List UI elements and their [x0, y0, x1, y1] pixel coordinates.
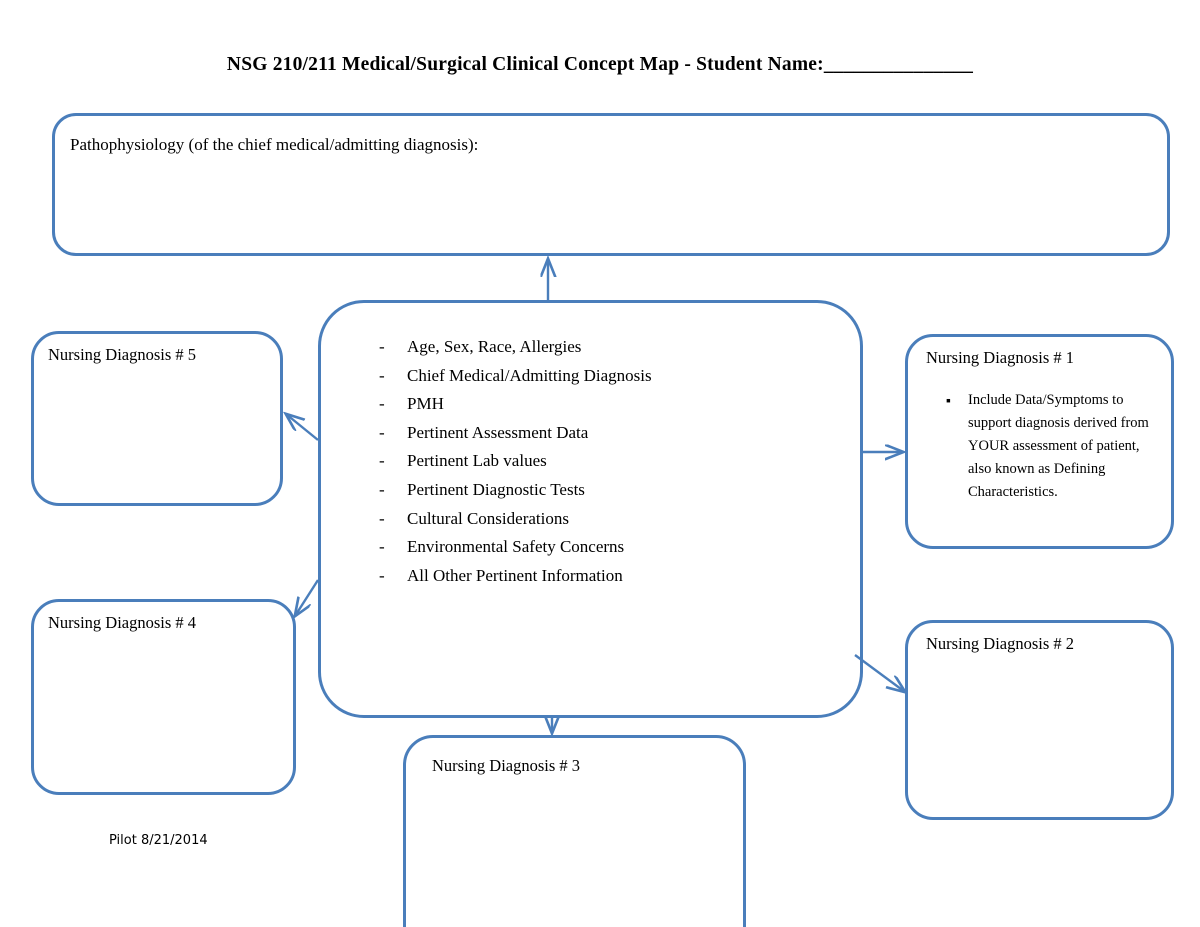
list-item-label: Pertinent Lab values — [407, 451, 547, 471]
bullet-dash-icon: - — [379, 394, 385, 414]
list-item-label: Age, Sex, Race, Allergies — [407, 337, 582, 356]
bullet-dash-icon: - — [379, 537, 385, 557]
bullet-dash-icon: - — [379, 422, 385, 442]
bullet-dash-icon: - — [379, 565, 385, 585]
list-item: - PMH — [379, 390, 848, 419]
list-item-label: PMH — [407, 394, 444, 414]
list-item: - Environmental Safety Concerns — [379, 533, 848, 562]
list-item-label: Environmental Safety Concerns — [407, 537, 625, 557]
nursing-diagnosis-1-label: Nursing Diagnosis # 1 — [926, 348, 1075, 367]
patient-data-box[interactable]: - Age, Sex, Race, Allergies - Chief Medi… — [318, 300, 863, 718]
list-item: - All Other Pertinent Information — [379, 562, 848, 591]
bullet-dash-icon: - — [379, 337, 385, 356]
pathophysiology-box[interactable]: Pathophysiology (of the chief medical/ad… — [52, 113, 1170, 256]
bullet-dash-icon: - — [379, 479, 385, 499]
list-item: - Pertinent Lab values — [379, 447, 848, 476]
bullet-square-icon: ▪ — [946, 392, 951, 408]
arrow-center-to-nd4 — [295, 579, 320, 616]
nursing-diagnosis-4-label: Nursing Diagnosis # 4 — [48, 613, 197, 632]
list-item-label: Chief Medical/Admitting Diagnosis — [407, 365, 652, 385]
nursing-diagnosis-3-label: Nursing Diagnosis # 3 — [432, 756, 581, 775]
nursing-diagnosis-5-label: Nursing Diagnosis # 5 — [48, 345, 197, 364]
bullet-dash-icon: - — [379, 365, 385, 385]
list-item: - Pertinent Assessment Data — [379, 419, 848, 448]
list-item: - Pertinent Diagnostic Tests — [379, 476, 848, 505]
footer-note: Pilot 8/21/2014 — [109, 833, 208, 848]
nursing-diagnosis-1-detail: ▪ Include Data/Symptoms to support diagn… — [946, 389, 1161, 504]
list-item-label: Pertinent Assessment Data — [407, 422, 589, 442]
nursing-diagnosis-5-box[interactable]: Nursing Diagnosis # 5 — [31, 331, 283, 506]
list-item-label: Pertinent Diagnostic Tests — [407, 479, 585, 499]
list-item-label: Cultural Considerations — [407, 508, 569, 528]
nursing-diagnosis-2-box[interactable]: Nursing Diagnosis # 2 — [905, 620, 1174, 820]
pathophysiology-label: Pathophysiology (of the chief medical/ad… — [70, 135, 479, 154]
list-item: - Age, Sex, Race, Allergies — [379, 333, 848, 362]
nursing-diagnosis-2-label: Nursing Diagnosis # 2 — [926, 634, 1075, 653]
list-item: - Chief Medical/Admitting Diagnosis — [379, 362, 848, 391]
patient-data-list: - Age, Sex, Race, Allergies - Chief Medi… — [379, 333, 848, 590]
nursing-diagnosis-1-box[interactable]: Nursing Diagnosis # 1 ▪ Include Data/Sym… — [905, 334, 1174, 549]
bullet-dash-icon: - — [379, 508, 385, 528]
nursing-diagnosis-1-detail-text: Include Data/Symptoms to support diagnos… — [968, 392, 1149, 500]
bullet-dash-icon: - — [379, 451, 385, 471]
nursing-diagnosis-4-box[interactable]: Nursing Diagnosis # 4 — [31, 599, 296, 795]
list-item-label: All Other Pertinent Information — [407, 565, 623, 585]
page-title: NSG 210/211 Medical/Surgical Clinical Co… — [226, 54, 974, 75]
arrow-center-to-nd5 — [286, 414, 319, 441]
nursing-diagnosis-3-box[interactable]: Nursing Diagnosis # 3 — [403, 735, 746, 927]
list-item: - Cultural Considerations — [379, 505, 848, 534]
